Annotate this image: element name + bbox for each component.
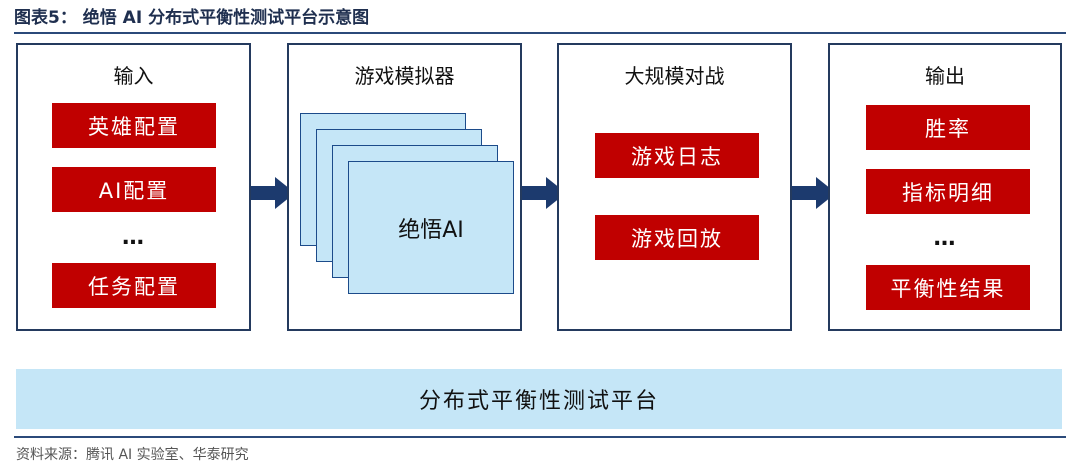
title-divider [14, 32, 1066, 34]
flow-arrow-2 [522, 175, 568, 211]
output-ellipsis: … [933, 226, 957, 251]
output-item-metric-details: 指标明细 [866, 169, 1030, 214]
battle-panel-title: 大规模对战 [624, 64, 725, 88]
output-item-win-rate: 胜率 [866, 105, 1030, 150]
input-ellipsis: … [122, 225, 145, 250]
figure-title: 图表5： 绝悟 AI 分布式平衡性测试平台示意图 [14, 8, 370, 28]
simulator-panel: 游戏模拟器 绝悟AI [287, 43, 522, 331]
simulator-card-front: 绝悟AI [348, 161, 514, 294]
output-item-balance-result: 平衡性结果 [866, 265, 1030, 310]
input-panel-title: 输入 [113, 64, 154, 88]
battle-item-game-log: 游戏日志 [595, 133, 759, 178]
flow-arrow-1 [251, 175, 297, 211]
source-divider [14, 436, 1066, 438]
input-item-ai-config: AI配置 [52, 167, 216, 212]
output-panel-title: 输出 [925, 64, 965, 88]
output-panel: 输出 胜率 指标明细 … 平衡性结果 [828, 43, 1062, 331]
juewu-ai-label: 绝悟AI [398, 217, 464, 243]
flow-arrow-3 [792, 175, 838, 211]
simulator-panel-title: 游戏模拟器 [354, 64, 455, 88]
platform-bar: 分布式平衡性测试平台 [16, 369, 1062, 429]
input-item-task-config: 任务配置 [52, 263, 216, 308]
battle-item-game-replay: 游戏回放 [595, 215, 759, 260]
battle-panel: 大规模对战 游戏日志 游戏回放 [557, 43, 792, 331]
source-note: 资料来源：腾讯 AI 实验室、华泰研究 [16, 447, 249, 463]
input-panel: 输入 英雄配置 AI配置 … 任务配置 [16, 43, 251, 331]
input-item-hero-config: 英雄配置 [52, 103, 216, 148]
